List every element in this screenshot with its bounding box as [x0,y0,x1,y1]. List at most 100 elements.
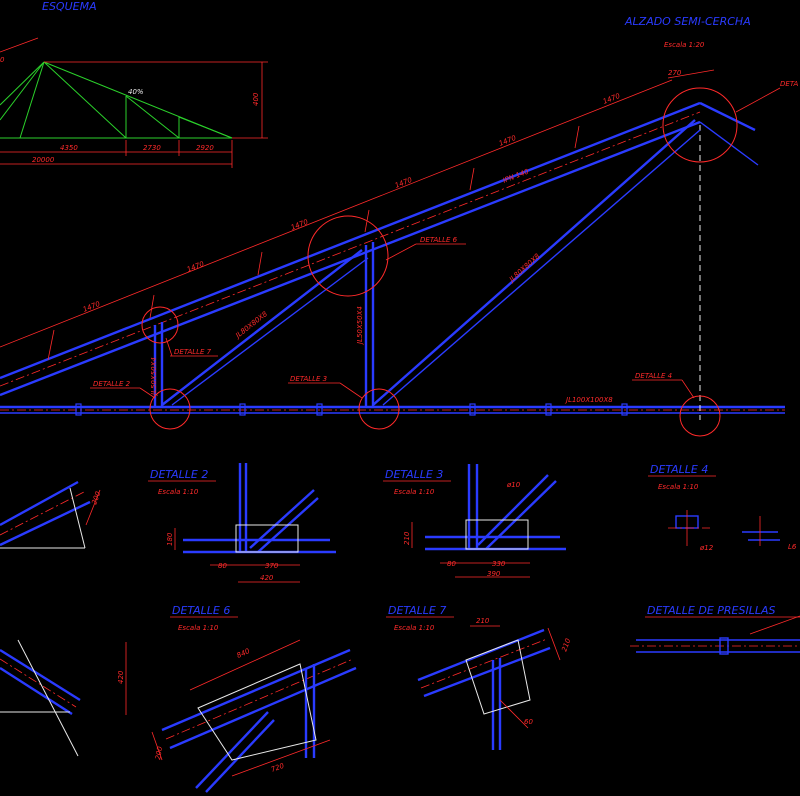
lb-plate [17,639,79,757]
detail-3-scale: Escala 1:10 [394,488,435,496]
detail-6: DETALLE 6 Escala 1:10 840 720 200 [151,604,357,793]
callout-leader [385,243,417,261]
d6-top-chord-2 [169,666,357,750]
detail-2: DETALLE 2 Escala 1:10 180 80 370 420 [148,463,336,583]
detail-6-title: DETALLE 6 [172,604,230,617]
top-panel-4: 1470 [394,176,414,190]
detail-3: DETALLE 3 Escala 1:10 ø10 210 80 330 390 [383,464,566,578]
d2-h: 180 [166,532,174,546]
d7-a: 210 [476,617,490,625]
overview-left-dim [0,37,39,53]
ridge-dim [667,69,715,79]
partial-dim-line [85,489,101,526]
overview-height: 400 [252,92,260,106]
d6-axis [165,658,354,740]
callout-detalle-7: DETALLE 7 [174,348,212,356]
detail-4-title: DETALLE 4 [650,463,708,476]
ridge-right [699,101,756,132]
callout-leader [339,382,363,399]
d3-c: 390 [487,570,501,578]
d7-b: 60 [524,718,533,726]
detail-6-scale: Escala 1:10 [178,624,219,632]
d4-bolt: ø12 [699,544,714,552]
circle-detail-2 [149,388,191,430]
d2-b: 370 [265,562,279,570]
bottom-chord-label: JL100X100X8 [564,396,613,404]
d2-a: 80 [218,562,227,570]
overview-left-dim-text: 0 [0,56,5,64]
overview-seg-3: 2920 [196,144,214,152]
diagonal-left-2 [171,257,369,406]
circle-detail-3 [358,388,400,430]
d7-axis [420,638,548,689]
detail-4-scale: Escala 1:10 [658,483,699,491]
d6-a: 840 [236,647,252,660]
detail-presillas: DETALLE DE PRESILLAS [630,604,800,655]
d6-c: 200 [154,745,164,760]
elevation: ALZADO SEMI-CERCHA Escala 1:20 [0,15,798,437]
circle-detail-7 [141,306,179,344]
lb-dim-value: 420 [117,670,125,684]
top-panel-3: 1470 [290,218,310,232]
d6-gusset [197,663,317,761]
d3-bolt: ø10 [506,481,521,489]
d3-b: 330 [492,560,506,568]
detail-4: DETALLE 4 Escala 1:10 ø12 L6 [648,463,797,552]
d3-diagonal-2 [485,480,557,550]
diagonal-right [372,119,696,406]
top-dim-line [0,79,673,348]
partial-member [0,500,91,547]
d7-top-chord [417,628,545,682]
presillas-leader [749,615,800,635]
partial-axis [0,491,85,536]
callout-detalle-6: DETALLE 6 [420,236,458,244]
diag-mid-label: JL50X50X4 [356,306,364,346]
circle-detail-4 [679,395,721,437]
detail-left-partial: 200 [0,480,103,549]
top-dim-ticks [47,125,580,361]
d6-diagonal [195,711,269,789]
overview-web [125,95,180,139]
d7-dim-b [499,699,529,729]
bottom-chord-battens [75,403,628,416]
d2-c: 420 [260,574,274,582]
top-panel-2: 1470 [186,260,206,274]
diagonal-left [161,249,363,406]
diag-right-label: JL80X80X8 [506,252,541,285]
overview-web [19,61,45,139]
partial-member [0,480,79,527]
d4-side-label: L6 [788,543,797,551]
callout-detalle-4: DETALLE 4 [635,372,672,380]
d3-diagonal [477,474,549,546]
overview-web [0,61,45,121]
d3-gusset [465,519,529,550]
d6-dim-a [189,639,301,691]
d7-top-chord-2 [423,646,551,698]
callout-detalle-2: DETALLE 2 [93,380,131,388]
partial-plate [69,487,86,549]
detail-7: DETALLE 7 Escala 1:10 210 60 210 [386,604,573,750]
overview-web [43,61,127,139]
top-chord-axis [0,111,701,387]
elevation-scale: Escala 1:20 [664,41,705,49]
callout-leader [139,387,156,399]
d6-dim-c [151,731,163,761]
circle-detail-6 [307,215,389,297]
presillas-batten [719,637,729,655]
lb-axis [0,658,77,708]
d2-gusset [235,524,299,553]
detail-2-title: DETALLE 2 [150,468,208,481]
top-panel-1: 1470 [82,300,102,314]
d7-c: 210 [560,637,572,653]
diagonal-right-2 [382,129,701,406]
d2-diagonal [249,489,315,549]
top-chord-label: IPN 140 [502,167,531,185]
callout-leader [165,337,173,357]
overview-seg-1: 4350 [60,144,78,152]
d3-a: 80 [447,560,456,568]
ridge-dim-value: 270 [668,69,682,77]
overview-top-left [0,61,45,106]
overview-web [178,116,233,139]
vert-left-label: JL50X50X4 [150,357,158,397]
